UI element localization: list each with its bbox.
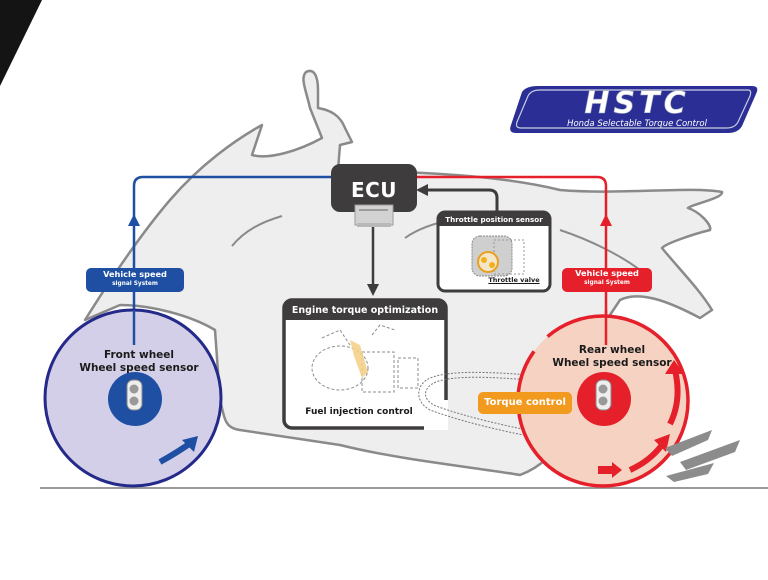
engine-torque-title: Engine torque optimization bbox=[291, 305, 439, 316]
rear-signal-line1: Vehicle speed bbox=[575, 268, 639, 278]
torque-control-label: Torque control bbox=[484, 397, 566, 408]
rear-signal-arrow bbox=[600, 214, 612, 226]
front-wheel-title: Front wheel bbox=[103, 349, 175, 361]
front-wheel bbox=[43, 308, 223, 488]
rear-signal-line bbox=[414, 175, 608, 340]
rear-signal-label: Vehicle speed signal System bbox=[562, 268, 652, 287]
throttle-valve-illustration bbox=[471, 235, 525, 277]
rear-signal-badge bbox=[562, 268, 652, 292]
throttle-to-ecu-line bbox=[424, 188, 499, 212]
hstc-logo bbox=[510, 86, 758, 133]
front-wheel-label: Front wheel Wheel speed sensor bbox=[62, 349, 216, 375]
ecu-label: ECU bbox=[350, 178, 398, 202]
rear-sensor-icon bbox=[595, 379, 612, 411]
fuel-injector-highlight bbox=[350, 340, 368, 378]
throttle-to-ecu-arrowhead bbox=[416, 184, 428, 196]
throttle-sensor-title: Throttle position sensor bbox=[445, 215, 543, 224]
front-signal-line1: Vehicle speed bbox=[103, 269, 167, 279]
torque-control-badge bbox=[478, 392, 572, 414]
rear-wheel-title: Rear wheel bbox=[578, 344, 646, 356]
front-signal-line2: signal System bbox=[112, 281, 158, 287]
engine-illustration bbox=[311, 324, 419, 393]
motion-streaks bbox=[665, 430, 740, 482]
rear-wheel bbox=[516, 310, 690, 488]
front-sensor-icon bbox=[126, 379, 143, 411]
rear-wheel-label: Rear wheel Wheel speed sensor bbox=[532, 344, 692, 370]
front-signal-line bbox=[132, 175, 334, 345]
ecu-to-engine-arrowhead bbox=[367, 284, 379, 296]
front-signal-label: Vehicle speed signal System bbox=[86, 269, 184, 288]
logo-acronym: HSTC bbox=[584, 86, 690, 121]
rear-rotation-arrows bbox=[598, 360, 684, 478]
fuel-injection-label: Fuel injection control bbox=[305, 407, 413, 417]
logo-full-name: Honda Selectable Torque Control bbox=[567, 119, 707, 129]
front-wheel-sensor-title: Wheel speed sensor bbox=[79, 362, 199, 374]
ecu-connector-icon bbox=[354, 204, 394, 227]
ecu-box bbox=[331, 164, 417, 212]
front-signal-arrow bbox=[128, 214, 140, 226]
rear-signal-line2: signal System bbox=[584, 280, 630, 286]
rear-wheel-sensor-title: Wheel speed sensor bbox=[552, 357, 672, 369]
front-signal-badge bbox=[86, 268, 184, 292]
throttle-valve-label: Throttle valve bbox=[488, 276, 540, 284]
corner-decoration bbox=[0, 0, 42, 86]
